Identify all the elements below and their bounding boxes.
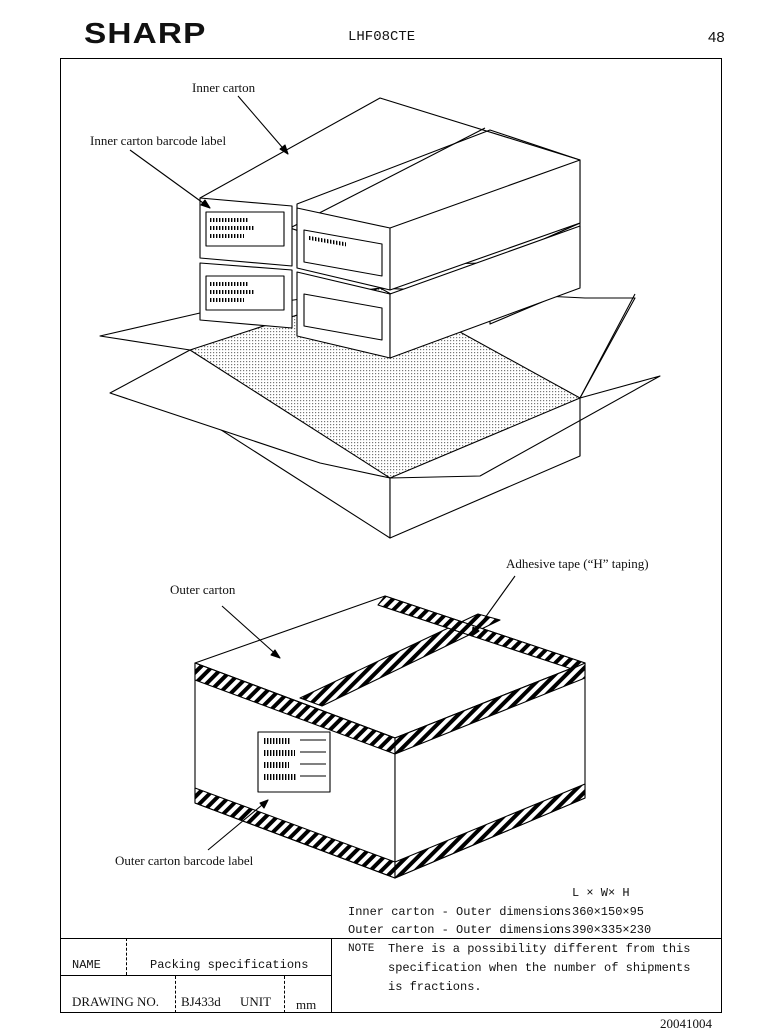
dimension-value-outer: 390×335×230: [572, 923, 652, 937]
open-outer-carton: [99, 287, 661, 539]
dimension-colon-inner: :: [554, 905, 562, 919]
inner-carton-stack: [199, 97, 581, 359]
dimension-label-inner: Inner carton - Outer dimensions: [348, 905, 572, 919]
dimensions-heading: L × W× H: [572, 886, 630, 900]
dimension-value-inner: 360×150×95: [572, 905, 645, 919]
drawing-no-value: BJ433d: [181, 994, 221, 1009]
page-number: 48: [708, 29, 725, 46]
drawing-no-label: DRAWING NO.: [72, 994, 160, 1009]
drawing-dash-divider: [175, 976, 176, 1013]
name-value: Packing specifications: [150, 958, 309, 972]
title-block-top-rule: [60, 938, 722, 940]
packing-illustration: [99, 95, 661, 879]
document-date-code: 20041004: [660, 1016, 712, 1031]
dimension-label-outer: Outer carton - Outer dimensions: [348, 923, 572, 937]
leader-lines: [129, 95, 516, 851]
callout-outer-carton-barcode-label: Outer carton barcode label: [115, 853, 254, 868]
unit-dash-divider: [284, 976, 285, 1013]
callout-inner-carton-barcode-label: Inner carton barcode label: [90, 133, 227, 148]
name-label: NAME: [72, 958, 101, 972]
callout-inner-carton: Inner carton: [192, 80, 256, 95]
dimension-colon-outer: :: [554, 923, 562, 937]
note-line-3: is fractions.: [388, 980, 482, 994]
unit-label: UNIT: [240, 994, 272, 1009]
note-line-2: specification when the number of shipmen…: [388, 961, 691, 975]
name-dash-divider: [126, 938, 127, 975]
note-line-1: There is a possibility different from th…: [388, 942, 691, 956]
unit-value: mm: [296, 997, 317, 1012]
drawing-frame: [60, 58, 722, 1013]
document-id: LHF08CTE: [348, 29, 416, 45]
callout-outer-carton: Outer carton: [170, 582, 236, 597]
title-block-divider: [331, 938, 333, 1013]
callout-adhesive-tape: Adhesive tape (“H” taping): [506, 556, 649, 571]
closed-outer-carton: [194, 595, 586, 879]
brand-logo: SHARP: [84, 18, 207, 50]
title-block-mid-rule: [60, 975, 332, 977]
note-label: NOTE: [348, 943, 375, 955]
